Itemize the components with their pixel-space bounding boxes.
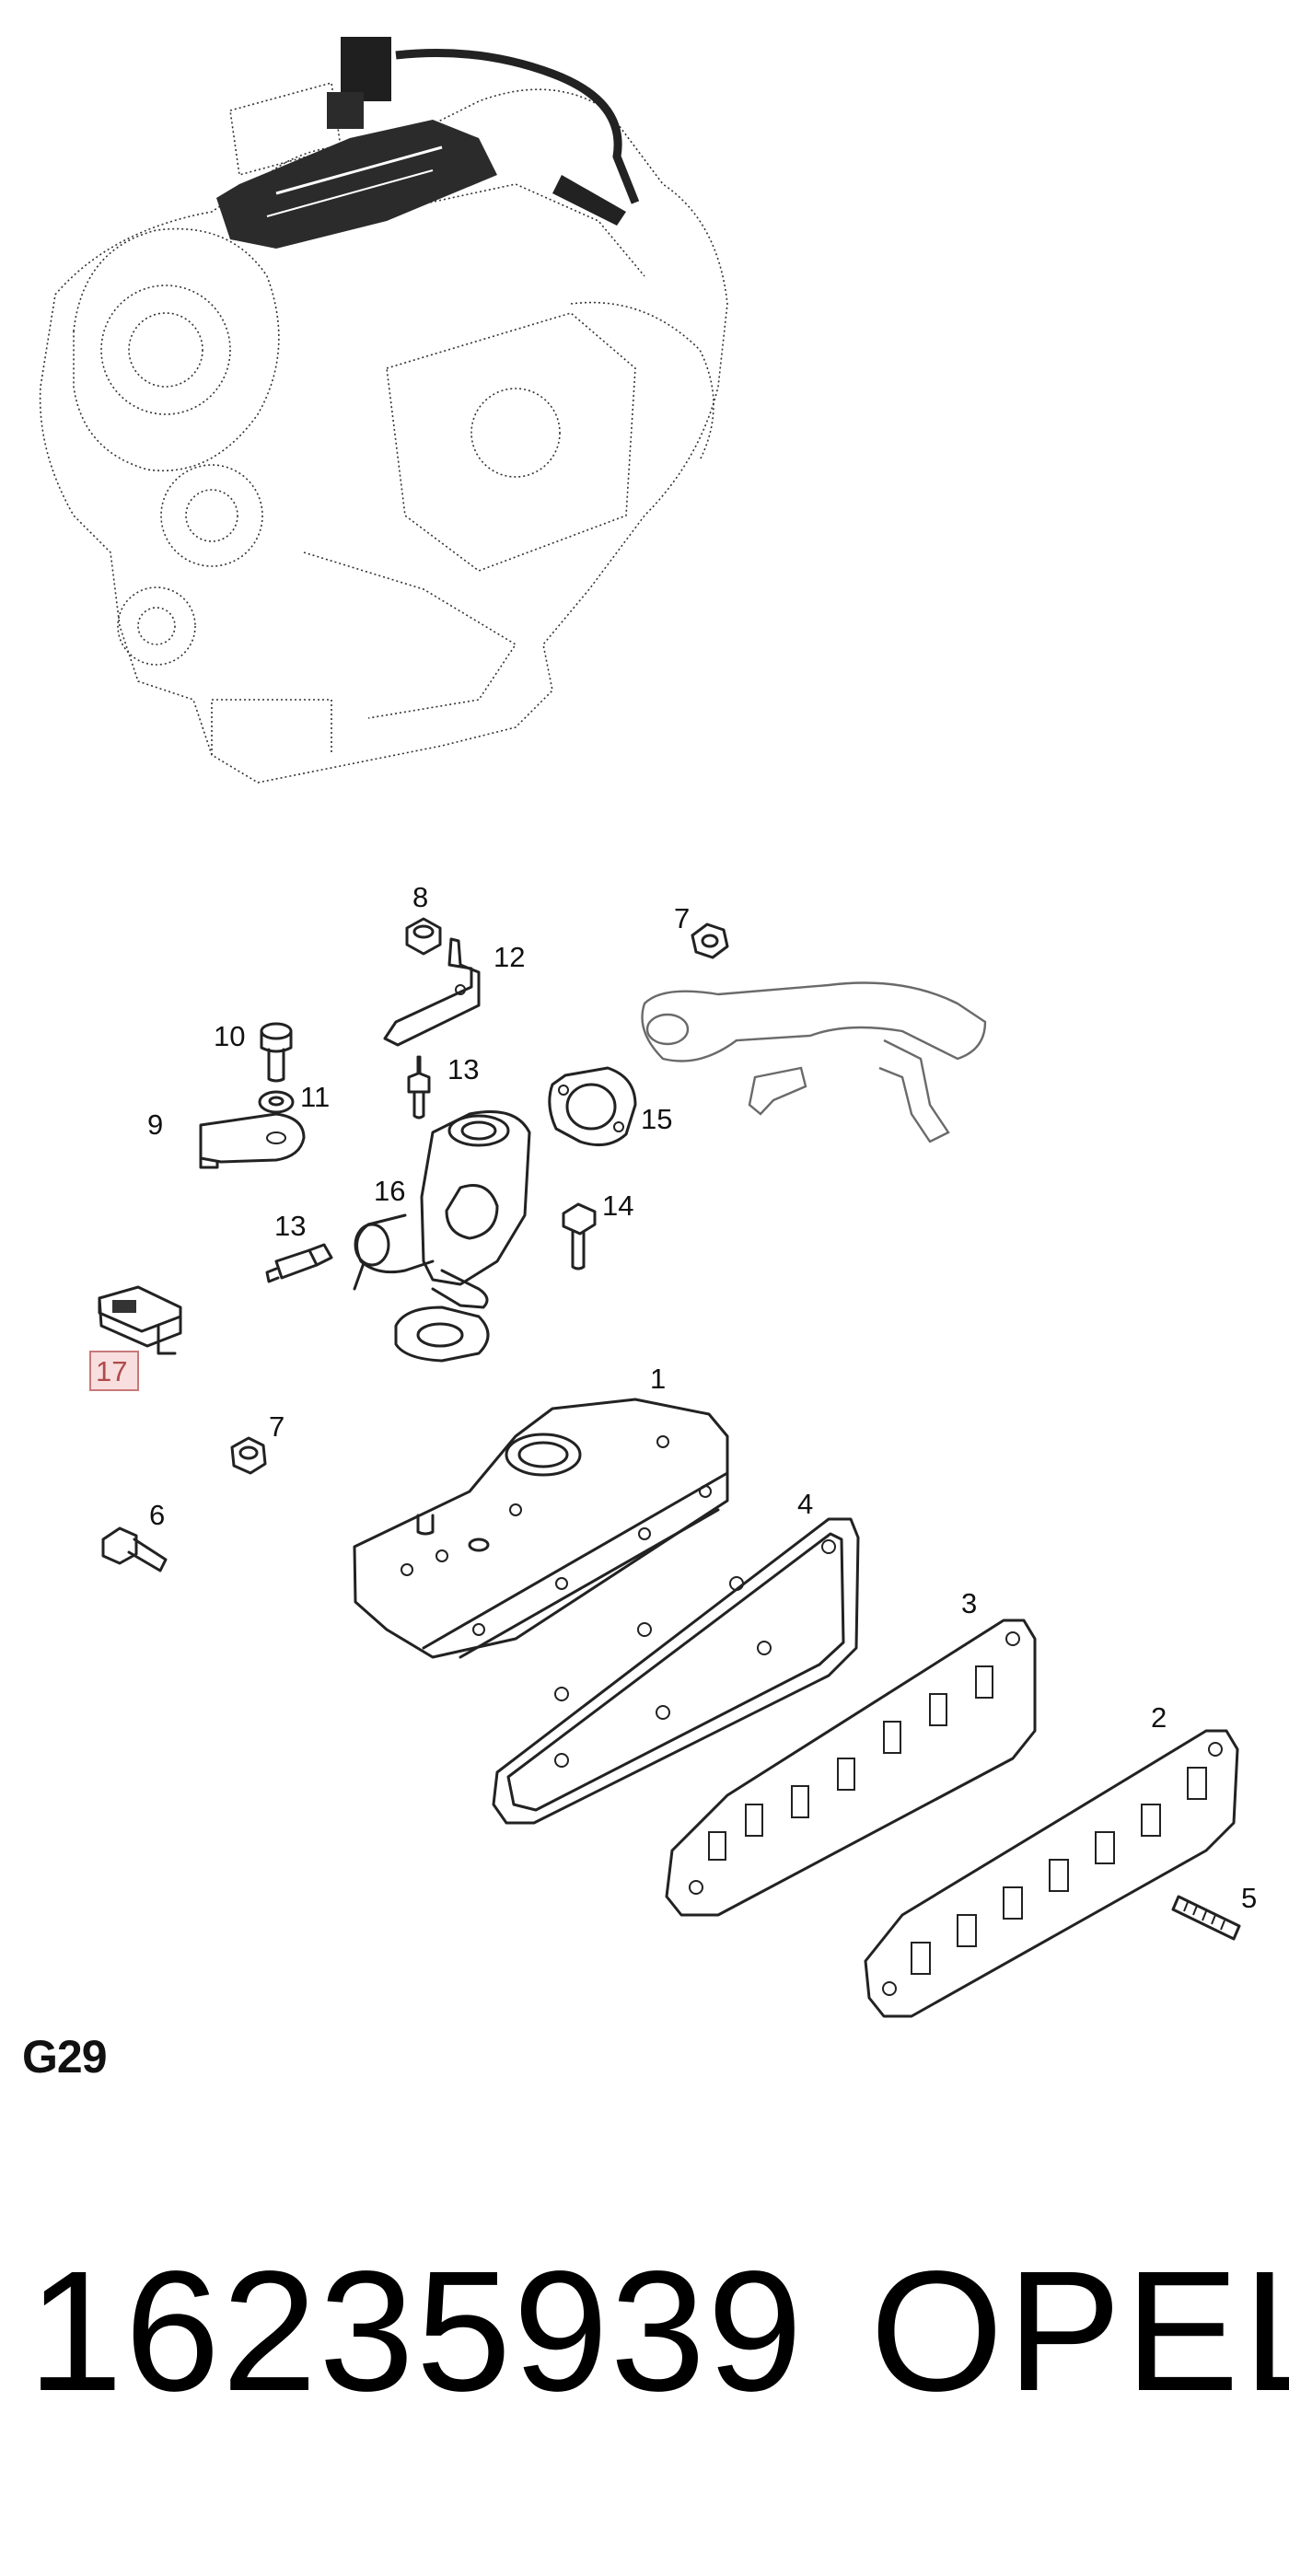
callout-label: 11: [300, 1081, 330, 1113]
callout-label: 8: [412, 881, 428, 913]
callout-label: 13: [274, 1210, 306, 1242]
egr-gasket-lower: [394, 1305, 490, 1363]
callout-label: 2: [1151, 1701, 1167, 1734]
part-14-bolt: [562, 1202, 597, 1271]
callout-label: 12: [494, 941, 525, 973]
brand-name: OPEL: [870, 2236, 1289, 2427]
callout-label: 6: [149, 1499, 165, 1531]
callout-label: 15: [641, 1103, 672, 1135]
part-number: 16235939: [28, 2236, 805, 2427]
part-8-nut: [405, 917, 442, 956]
callout-17-highlight: [89, 1351, 139, 1391]
callout-label: 7: [269, 1410, 285, 1443]
part-3-gasket: [665, 1619, 1037, 1917]
part-6-bolt: [101, 1526, 168, 1572]
diagram-code: G29: [22, 2031, 108, 2083]
part-5-stud: [1171, 1895, 1241, 1941]
callout-label-highlighted: 17: [96, 1355, 127, 1387]
callout-label: 7: [674, 902, 690, 934]
part-2-gasket: [864, 1729, 1239, 2018]
part-7-nut-lower: [230, 1436, 267, 1475]
callout-label: 4: [797, 1488, 813, 1520]
engine-overview-illustration: [39, 37, 728, 783]
part-11-washer: [258, 1090, 295, 1114]
part-7-nut-upper: [691, 922, 729, 959]
callout-label: 16: [374, 1175, 405, 1207]
callout-label: 10: [214, 1020, 245, 1052]
callout-label: 9: [147, 1108, 163, 1141]
part-13-sensor: [265, 1243, 333, 1283]
part-12-bracket: [383, 937, 481, 1047]
part-16-egr-valve: [353, 1110, 531, 1309]
part-1-intake-manifold: [353, 1398, 729, 1659]
diagram-svg: 8 12 7 10 13 11 15 9 16 14 13 17 1 7 6 4…: [39, 37, 1257, 2018]
egr-pipe-background: [641, 981, 987, 1143]
part-4-gasket: [492, 1517, 860, 1825]
part-9-bracket: [199, 1112, 306, 1169]
callout-label: 3: [961, 1587, 977, 1619]
part-17-sensor: [98, 1285, 182, 1355]
part-13-stud-upper: [407, 1055, 431, 1120]
callout-label: 1: [650, 1363, 666, 1395]
callout-label: 14: [602, 1189, 633, 1222]
part-10-bolt: [260, 1022, 293, 1083]
callout-label: 5: [1241, 1882, 1257, 1914]
part-15-gasket: [548, 1066, 637, 1147]
callout-label: 13: [447, 1053, 479, 1085]
